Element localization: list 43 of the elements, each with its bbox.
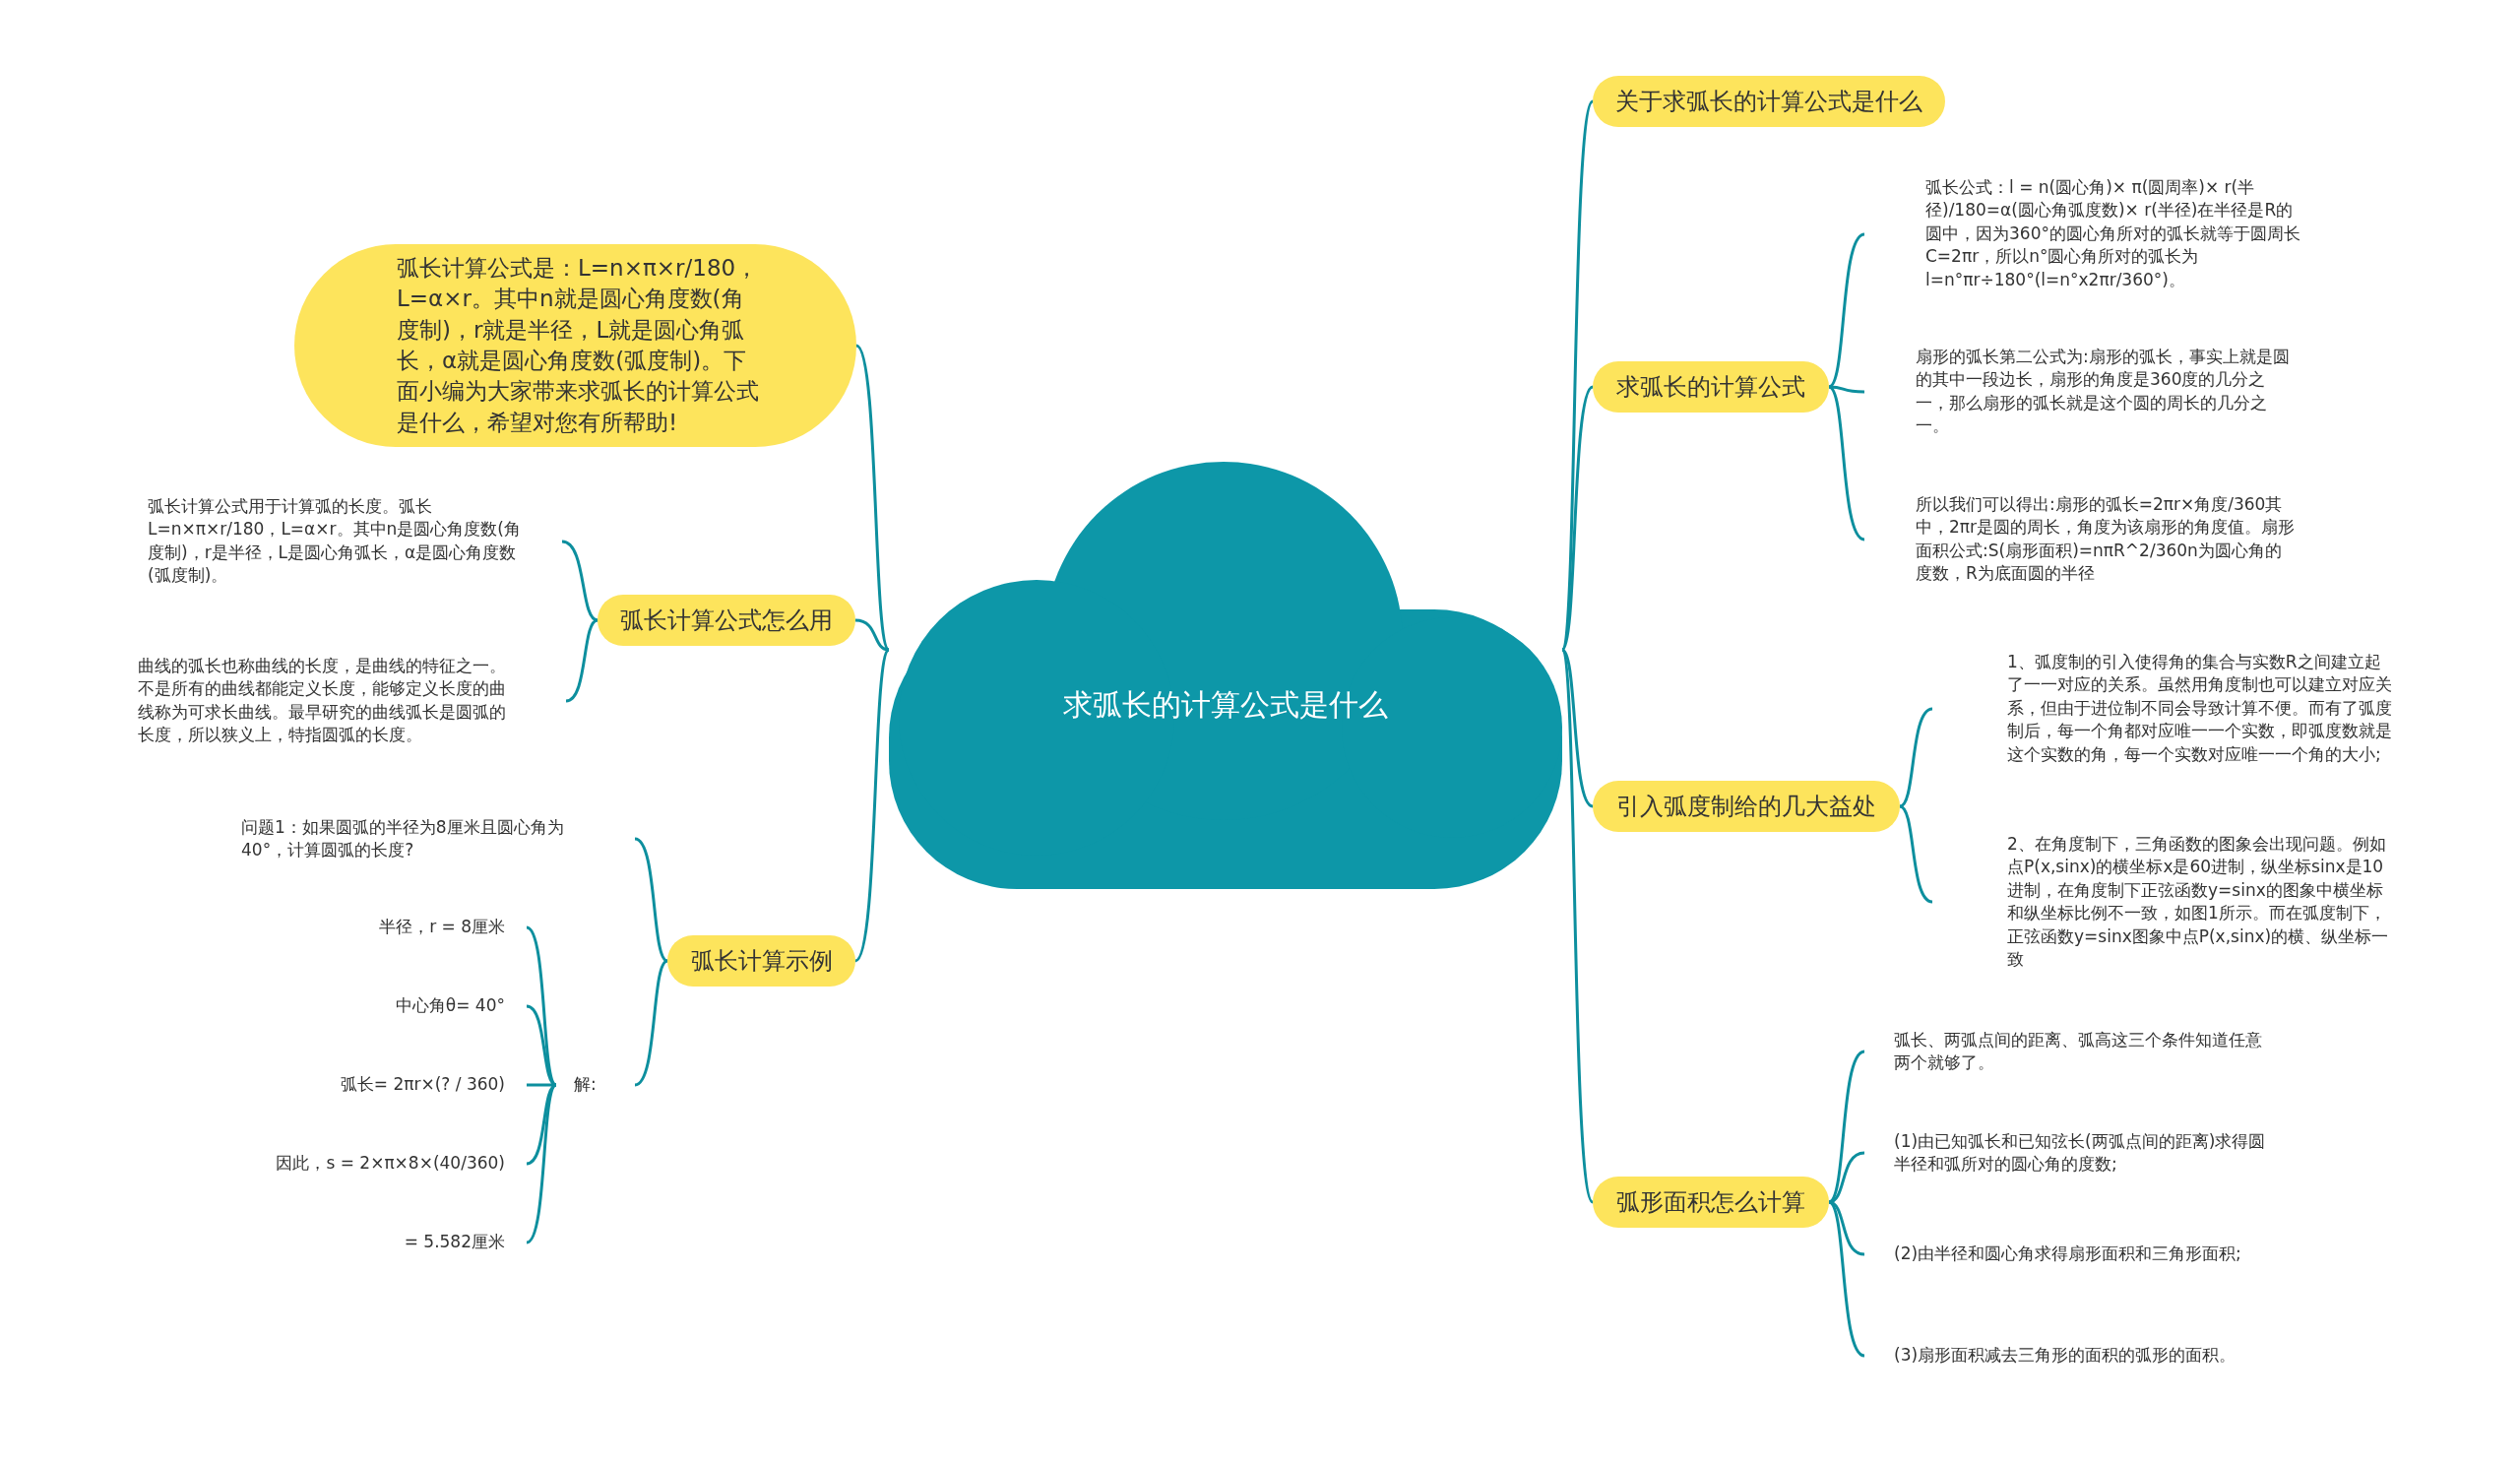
connector-line	[634, 959, 668, 1087]
note-text: 弧长= 2πr×(? / 360)	[295, 1073, 527, 1097]
topic-pill: 弧形面积怎么计算	[1593, 1177, 1829, 1228]
topic-pill: 弧长计算公式怎么用	[598, 595, 855, 646]
connector-line	[526, 1004, 557, 1087]
note-text: 中心角θ= 40°	[295, 994, 527, 1018]
topic-pill: 关于求弧长的计算公式是什么	[1593, 76, 1945, 127]
note-text: (3)扇形面积减去三角形的面积的弧形的面积。	[1864, 1344, 2268, 1368]
note-text: 曲线的弧长也称曲线的长度，是曲线的特征之一。不是所有的曲线都能定义长度，能够定义长度的曲线称为可求长曲线。最早研究的曲线弧长是圆弧的长度，所以狭义上，特指圆弧的长度。	[138, 655, 566, 747]
note-text: 因此，s = 2×π×8×(40/360)	[236, 1152, 527, 1176]
note-text: (1)由已知弧长和已知弦长(两弧点间的距离)求得圆半径和弧所对的圆心角的度数;	[1864, 1129, 2268, 1177]
topic-pill: 求弧长的计算公式	[1593, 361, 1829, 413]
connector-line	[526, 1083, 558, 1244]
note-text: 问题1：如果圆弧的半径为8厘米且圆心角为40°，计算圆弧的长度?	[241, 815, 635, 862]
note-text: 所以我们可以得出:扇形的弧长=2πr×角度/360其中，2πr是圆的周长，角度为该扇形的角度值。扇形面积公式:S(扇形面积)=nπR^2/360n为圆心角的度数，R为底面圆的半径	[1864, 493, 2298, 586]
note-text: 弧长公式：l = n(圆心角)× π(圆周率)× r(半径)/180=α(圆心角弧度数)× r(半径)在半径是R的圆中，因为360°的圆心角所对的弧长就等于圆周长C=2πr，所以n°圆心角所对的弧长为l=n°πr÷180°(l=n°x2πr/360°)。	[1864, 176, 2307, 292]
connector-line	[854, 345, 891, 651]
note-text: 半径，r = 8厘米	[295, 916, 527, 939]
connector-line	[854, 618, 890, 652]
central-topic: 求弧长的计算公式是什么	[1062, 685, 1389, 724]
connector-line	[1828, 232, 1865, 389]
connector-line	[853, 649, 891, 962]
note-text: 扇形的弧长第二公式为:扇形的弧长，事实上就是圆的其中一段边长，扇形的角度是360度的几分之一，那么扇形的弧长就是这个圆的周长的几分之一。	[1864, 346, 2298, 438]
connector-line	[565, 618, 598, 703]
connector-line	[561, 540, 598, 622]
connector-line	[634, 837, 668, 963]
note-text: (2)由半径和圆心角求得扇形面积和三角形面积;	[1864, 1242, 2268, 1266]
connector-line	[1828, 1200, 1865, 1358]
connector-line	[1561, 648, 1594, 808]
connector-line	[527, 1083, 556, 1087]
note-text: 2、在角度制下，三角函数的图象会出现问题。例如点P(x,sinx)的横坐标x是60进制，纵坐标sinx是10进制，在角度制下正弦函数y=sinx的图象中横坐标和纵坐标比例不一致，如图1所示。而在弧度制下，正弦函数y=sinx图象中点P(x,sinx)的横、纵坐标一致	[1932, 832, 2395, 972]
connector-line	[1899, 804, 1933, 904]
connector-line	[526, 1083, 557, 1166]
note-text: 弧长、两弧点间的距离、弧高这三个条件知道任意两个就够了。	[1864, 1028, 2268, 1075]
topic-pill: 弧长计算示例	[667, 935, 855, 987]
note-text: 弧长计算公式用于计算弧的长度。弧长L=n×π×r/180，L=α×r。其中n是圆心角度数(角度制)，r是半径，L是圆心角弧长，α是圆心角度数(弧度制)。	[148, 495, 562, 588]
note-text: = 5.582厘米	[295, 1231, 527, 1254]
note-text: 1、弧度制的引入使得角的集合与实数R之间建立起了一一对应的关系。虽然用角度制也可以建立对应关系，但由于进位制不同会导致计算不便。而有了弧度制后，每一个角都对应唯一一个实数，即弧度数就是这个实数的角，每一个实数对应唯一一个角的大小;	[1932, 651, 2395, 767]
connector-line	[1828, 385, 1865, 541]
intro-bubble: 弧长计算公式是：L=n×π×r/180，L=α×r。其中n就是圆心角度数(角度制)，r就是半径，L就是圆心角弧长，α就是圆心角度数(弧度制)。下面小编为大家带来求弧长的计算公式是什么，希望对您有所帮助!	[294, 244, 856, 447]
topic-pill: 引入弧度制给的几大益处	[1593, 781, 1900, 832]
note-text: 解:	[556, 1073, 635, 1097]
connector-line	[1899, 707, 1933, 808]
